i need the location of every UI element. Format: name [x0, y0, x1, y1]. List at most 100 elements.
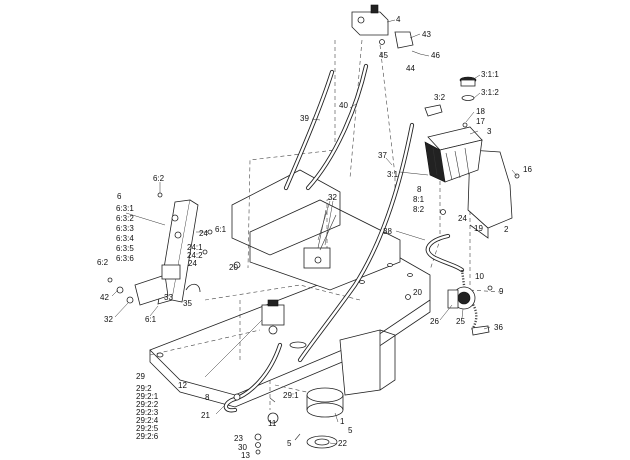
hose-38	[425, 233, 465, 273]
leader-16	[511, 169, 518, 177]
callout-label: 6:2	[97, 258, 109, 267]
filler-seal	[461, 95, 475, 101]
callout-label: 32	[328, 193, 337, 202]
callout-label: 6:1	[215, 225, 227, 234]
leader-line	[204, 319, 263, 378]
callout-label: 24	[199, 229, 208, 238]
bracket-foot	[467, 209, 489, 239]
hose-37-inner	[298, 123, 414, 362]
leader-18	[465, 111, 475, 123]
callout-label: 32	[104, 315, 113, 324]
valve-port	[357, 16, 365, 24]
leader-6-1	[149, 305, 159, 317]
leader-39	[311, 118, 321, 121]
bolt-6-2	[107, 277, 113, 283]
callout-label: 29:2:4	[136, 416, 159, 425]
leader-36	[483, 326, 491, 330]
hose-39-inner	[284, 70, 334, 190]
bolt-5	[294, 433, 301, 441]
callout-label: 26	[430, 317, 439, 326]
callout-label: 4	[396, 15, 401, 24]
callout-label: 9	[499, 287, 504, 296]
hose-40-inner	[306, 64, 368, 190]
plate-slot	[289, 341, 307, 349]
fitting-30	[255, 442, 261, 448]
leader-22	[329, 442, 338, 445]
valve-block	[351, 4, 421, 55]
bolt	[411, 50, 421, 55]
linkage-bracket	[134, 274, 169, 306]
hidden-line	[149, 329, 261, 356]
callout-label: 37	[378, 151, 387, 160]
valve-body	[351, 11, 389, 36]
callout-label: 3:1:2	[481, 88, 499, 97]
bolt-24	[207, 229, 213, 235]
callout-label: 40	[339, 101, 348, 110]
callout-label: 6:3:1	[116, 204, 134, 213]
callout-label: 29:2:3	[136, 408, 159, 417]
callout-label: 5	[287, 439, 292, 448]
callout-label: 6:3:3	[116, 224, 134, 233]
pulley-assembly	[294, 387, 344, 449]
hose-21-inner	[224, 343, 282, 412]
callout-label: 3	[487, 127, 492, 136]
leader-46	[419, 53, 430, 57]
callout-label: 23	[234, 434, 243, 443]
callout-label: 42	[100, 293, 109, 302]
callout-label: 29	[136, 372, 145, 381]
reservoir-fin	[464, 147, 470, 176]
leader-32c	[114, 302, 129, 318]
callout-label: 19	[474, 224, 483, 233]
callout-label: 13	[241, 451, 250, 460]
plate-hole	[387, 263, 393, 267]
callout-label: 8:1	[413, 195, 425, 204]
breather-fitting	[424, 104, 443, 117]
bolt-9	[487, 285, 493, 291]
leader-25	[461, 308, 464, 319]
leader-3-1-2	[473, 92, 481, 99]
callout-label: 17	[476, 117, 485, 126]
callout-label: 8:2	[413, 205, 425, 214]
callout-label: 29:2:5	[136, 424, 159, 433]
leader-37	[385, 157, 393, 166]
callout-label: 29:2:6	[136, 432, 159, 441]
callout-label: 29:1	[283, 391, 299, 400]
bracket-33	[161, 264, 181, 280]
callout-label: 6:3:4	[116, 234, 134, 243]
pulley-side	[306, 395, 344, 410]
leader-42	[111, 289, 119, 297]
guide-line	[349, 39, 363, 179]
callout-label: 45	[379, 51, 388, 60]
callout-label: 24	[458, 214, 467, 223]
hose-38-inner	[426, 234, 464, 272]
callout-label: 29:2:1	[136, 392, 159, 401]
callout-label: 10	[475, 272, 484, 281]
leader-3-1-1	[471, 74, 481, 81]
reservoir-fin	[445, 152, 453, 181]
callout-label: 24:1	[187, 243, 203, 252]
fitting-13	[255, 449, 261, 455]
callout-label: 3:2	[434, 93, 446, 102]
nut-20	[233, 261, 241, 269]
callout-label: 6:1	[145, 315, 157, 324]
hose-36	[469, 299, 490, 336]
callout-label: 29:2	[136, 384, 152, 393]
plate-hole	[359, 280, 365, 284]
washer-32	[126, 296, 134, 304]
fitting-8	[233, 393, 241, 401]
callout-label: 24	[188, 259, 197, 268]
base-plate-edge	[149, 300, 431, 408]
callout-label: 29:2:2	[136, 400, 159, 409]
leader-26	[439, 304, 453, 321]
hose-39	[283, 69, 335, 191]
fitting-11	[267, 412, 279, 424]
leader-32a	[317, 200, 331, 241]
callout-label: 25	[456, 317, 465, 326]
callout-label: 35	[183, 299, 192, 308]
bolt-6-2-top	[157, 192, 163, 198]
side-frame	[339, 329, 381, 396]
reservoir-body	[439, 139, 483, 183]
callout-label: 6:3:5	[116, 244, 134, 253]
callout-label: 43	[422, 30, 431, 39]
